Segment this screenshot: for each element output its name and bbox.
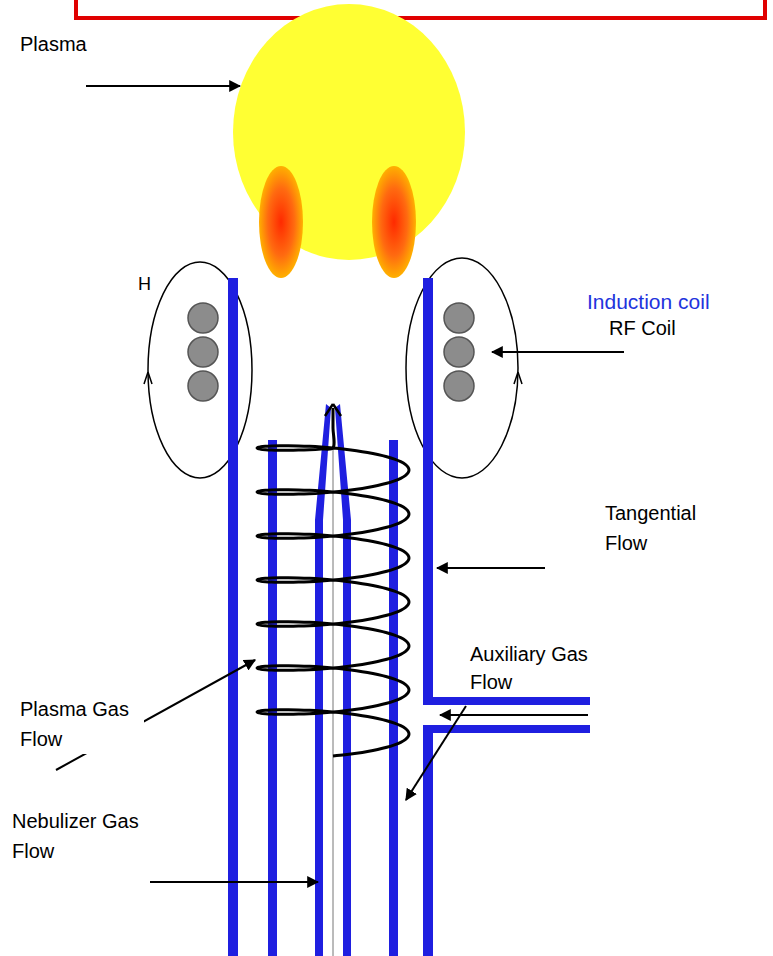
leader-arrow xyxy=(437,567,545,569)
inlet-arrow xyxy=(440,714,588,716)
part-label: Nebulizer Gas Flow xyxy=(10,806,156,866)
field-loop xyxy=(406,258,518,478)
coil-turn xyxy=(444,303,474,333)
leader-arrow xyxy=(150,881,318,883)
part-label: Tangential Flow xyxy=(603,498,722,558)
side-inlet xyxy=(423,697,590,705)
part-label: RF Coil xyxy=(607,316,678,340)
side-inlet xyxy=(423,725,590,733)
outer-tube xyxy=(228,278,238,956)
coil-turn xyxy=(444,371,474,401)
outer-tube xyxy=(423,278,433,705)
coil-turn xyxy=(188,371,218,401)
hot-zone xyxy=(259,166,303,278)
leader-arrows xyxy=(56,86,624,882)
leader-arrow xyxy=(406,706,466,800)
field-arrow xyxy=(514,372,522,384)
part-label: Plasma Gas Flow xyxy=(18,694,144,754)
injector-axis xyxy=(333,420,334,956)
torch-tubes xyxy=(228,278,590,956)
coil-turn xyxy=(188,337,218,367)
part-label: H xyxy=(136,272,153,296)
hot-zone xyxy=(372,166,416,278)
intermediate-tube xyxy=(389,440,398,956)
red-frame xyxy=(76,0,765,18)
injector-tube xyxy=(315,404,331,956)
helix-path xyxy=(257,408,409,756)
leader-arrow xyxy=(86,85,240,87)
part-label: Auxiliary Gas Flow xyxy=(468,640,604,696)
tangential-helix xyxy=(257,404,409,756)
field-arrow xyxy=(144,372,152,384)
intermediate-tube xyxy=(268,440,277,956)
coil-turn xyxy=(188,303,218,333)
coil-turn xyxy=(444,337,474,367)
helix-arrow xyxy=(325,404,341,416)
part-label: Plasma xyxy=(18,30,89,58)
coil-turns xyxy=(188,303,474,401)
part-label: Induction coil xyxy=(585,290,712,314)
leader-arrow xyxy=(492,351,624,353)
injector-tube xyxy=(335,404,351,956)
